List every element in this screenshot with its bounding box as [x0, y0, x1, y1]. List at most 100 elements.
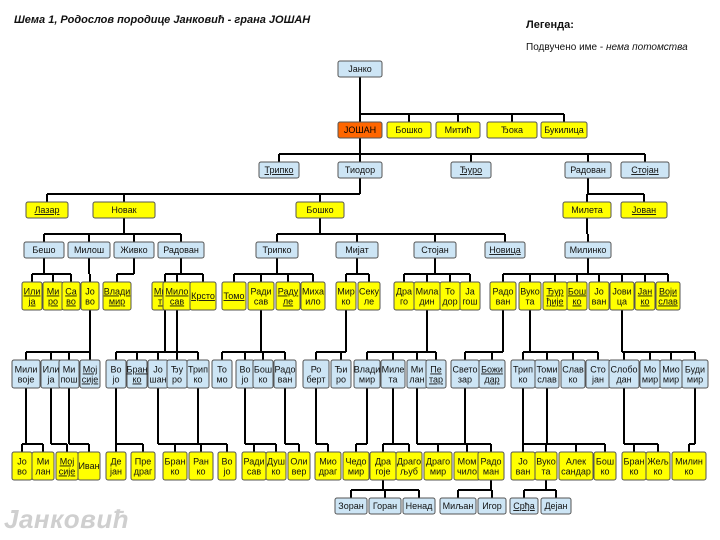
- node-box: [534, 359, 560, 389]
- tree-node-boshko2: Бошко: [295, 201, 345, 219]
- node-box: [342, 451, 370, 481]
- node-box: [655, 281, 681, 311]
- node-label: Ради: [251, 287, 272, 297]
- node-box: [560, 359, 586, 389]
- node-label: пош: [60, 375, 77, 385]
- node-label: Ми: [63, 365, 76, 375]
- node-label: Новак: [111, 205, 136, 215]
- node-box: [211, 359, 233, 389]
- node-label: Јован: [632, 205, 656, 215]
- node-box: [337, 121, 383, 139]
- node-box: [477, 497, 507, 515]
- tree-node-radovan2: Радован: [157, 241, 205, 259]
- node-box: [77, 451, 101, 481]
- node-box: [564, 161, 612, 179]
- node-label: Јан: [638, 287, 653, 297]
- tree-node-tripko4: Трипко: [510, 359, 536, 389]
- node-label: Стојан: [631, 165, 659, 175]
- node-label: јо: [111, 375, 119, 385]
- node-label: Во: [221, 457, 232, 467]
- node-box: [275, 281, 301, 311]
- node-label: Ђока: [501, 125, 523, 135]
- node-label: Миле: [382, 365, 405, 375]
- node-label: Дра: [375, 457, 391, 467]
- node-box: [58, 359, 80, 389]
- node-label: ван: [516, 467, 531, 477]
- node-label: ман: [483, 467, 499, 477]
- node-label: Ђу: [171, 365, 184, 375]
- node-label: во: [66, 297, 76, 307]
- node-label: Зоран: [338, 501, 363, 511]
- node-label: Раду: [278, 287, 299, 297]
- node-label: Свето: [453, 365, 478, 375]
- node-label: Горан: [373, 501, 397, 511]
- node-label: тар: [429, 375, 443, 385]
- node-label: слав: [537, 375, 557, 385]
- node-label: Стојан: [421, 245, 449, 255]
- node-label: јо: [240, 375, 248, 385]
- node-label: ца: [617, 297, 627, 307]
- node-label: Ми: [47, 287, 60, 297]
- node-label: Воји: [659, 287, 677, 297]
- tree-node-zhivko: Живко: [113, 241, 155, 259]
- node-box: [258, 161, 300, 179]
- node-box: [265, 451, 287, 481]
- legend-prefix: Подвучено име -: [526, 42, 606, 53]
- node-label: ван: [496, 297, 511, 307]
- node-box: [489, 281, 517, 311]
- node-box: [247, 281, 275, 311]
- node-label: Радован: [163, 245, 199, 255]
- node-label: Ненад: [406, 501, 433, 511]
- node-box: [21, 281, 43, 311]
- tree-node-stojan1: Стојан: [620, 161, 670, 179]
- node-label: ко: [518, 375, 527, 385]
- node-box: [31, 451, 55, 481]
- node-box: [334, 497, 368, 515]
- node-box: [540, 497, 572, 515]
- tree-node-djuro1: Ђуро: [450, 161, 492, 179]
- node-label: Ран: [193, 457, 209, 467]
- node-box: [335, 241, 379, 259]
- node-label: Оли: [290, 457, 307, 467]
- node-box: [620, 161, 670, 179]
- node-box: [353, 359, 381, 389]
- node-box: [435, 121, 481, 139]
- node-box: [564, 241, 612, 259]
- tree-node-tiodor: Тиодор: [337, 161, 383, 179]
- node-label: ЈОШАН: [344, 125, 376, 135]
- node-label: сав: [170, 297, 185, 307]
- node-label: Мом: [458, 457, 477, 467]
- node-label: ко: [572, 297, 581, 307]
- node-label: ко: [629, 467, 638, 477]
- tree-node-radovan1: Радован: [564, 161, 612, 179]
- node-label: Слав: [562, 365, 584, 375]
- tree-node-stojan2: Стојан: [413, 241, 457, 259]
- node-label: љуб: [400, 467, 418, 477]
- tree-node-novak: Новак: [92, 201, 156, 219]
- tree-node-djoka: Ђока: [486, 121, 538, 139]
- node-label: ван: [592, 297, 607, 307]
- node-box: [188, 451, 214, 481]
- node-label: Мио: [319, 457, 337, 467]
- node-label: Вуко: [536, 457, 555, 467]
- node-label: вер: [292, 467, 307, 477]
- node-label: Дра: [396, 287, 412, 297]
- node-label: Драго: [426, 457, 450, 467]
